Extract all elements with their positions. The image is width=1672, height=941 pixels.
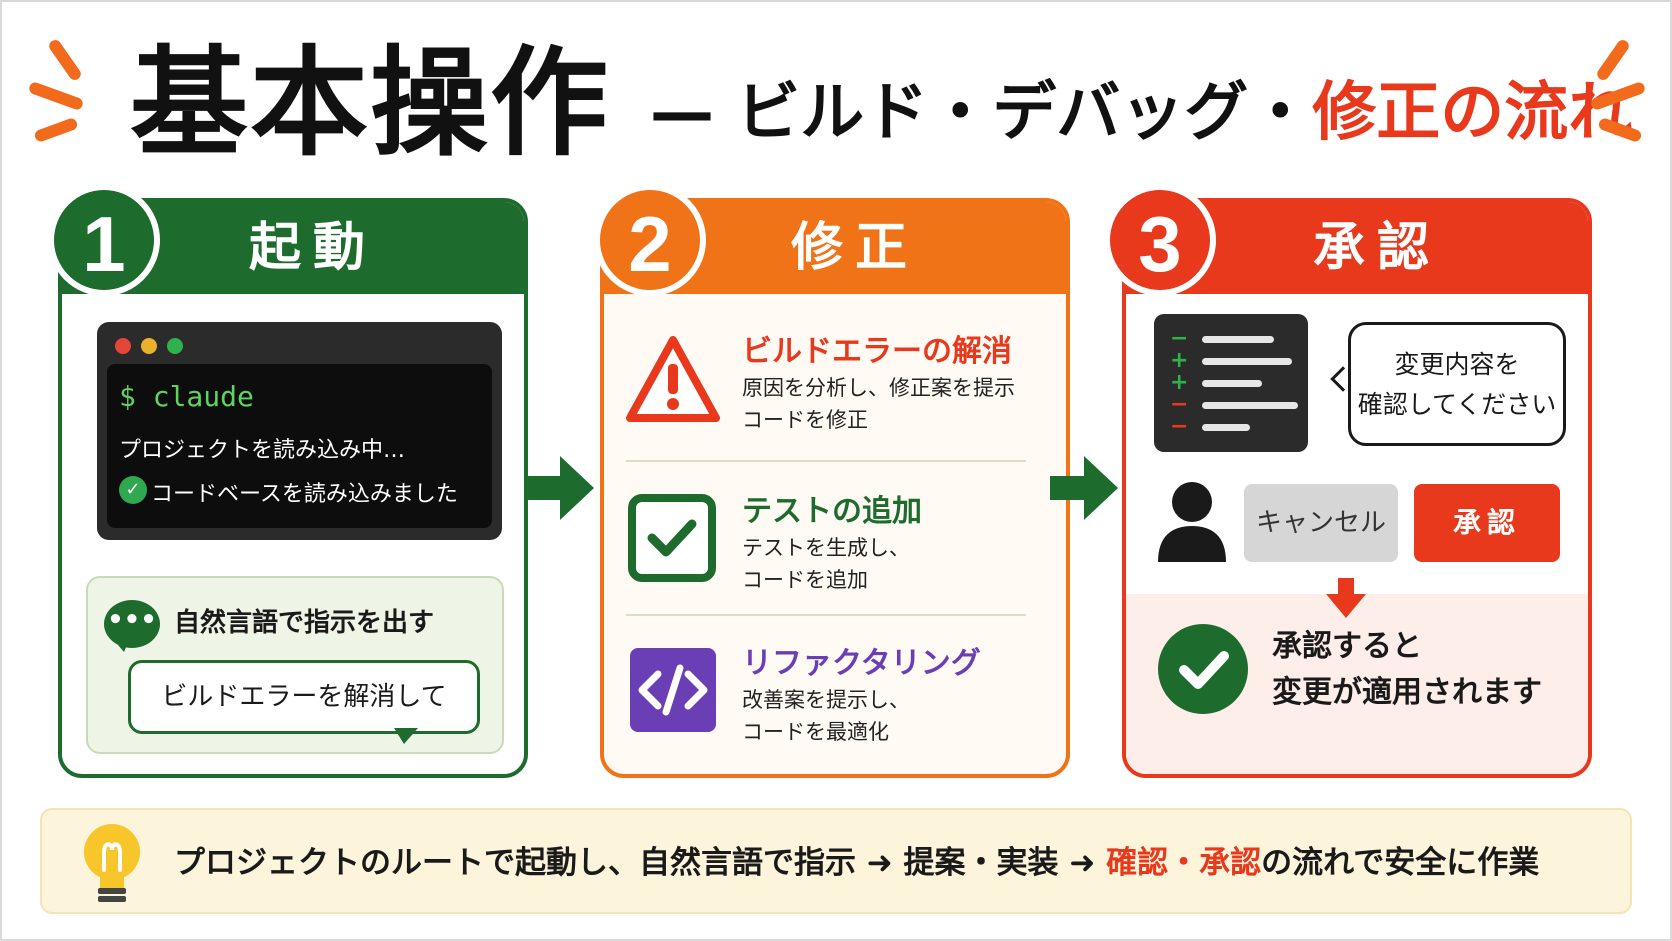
- fix-item-desc: 改善案を提示し、 コードを最適化: [742, 684, 910, 748]
- fix-item-desc-line: 改善案を提示し、: [742, 688, 910, 712]
- divider: [626, 614, 1026, 616]
- instruction-box: ••• 自然言語で指示を出す ビルドエラーを解消して: [86, 576, 504, 754]
- fix-item-desc-line: 原因を分析し、修正案を提示: [742, 376, 1015, 400]
- result-line: 承認すると: [1272, 629, 1422, 664]
- terminal-window: $ claude プロジェクトを読み込み中… ✓ コードベースを読み込みました: [97, 322, 502, 540]
- fix-item-desc-line: コードを修正: [742, 408, 868, 432]
- confirm-speech-bubble: 変更内容を 確認してください: [1348, 322, 1566, 446]
- approve-button[interactable]: 承認: [1414, 484, 1560, 562]
- right-burst-icon: [1580, 37, 1650, 144]
- window-minimize-dot: [141, 338, 157, 354]
- flow-arrow-icon: [526, 456, 594, 520]
- warning-icon: [626, 336, 720, 422]
- step-card-title: 修正: [790, 218, 919, 278]
- check-circle-icon: [1158, 624, 1248, 714]
- cancel-button[interactable]: キャンセル: [1244, 484, 1398, 562]
- approve-result-panel: 承認すると 変更が適用されます: [1126, 594, 1588, 774]
- chat-bubble-tail: [112, 638, 130, 652]
- summary-footer: プロジェクトのルートで起動し、自然言語で指示 ➜ 提案・実装 ➜ 確認・承認の流…: [40, 808, 1632, 914]
- title-row: 基本操作 — ビルド・デバッグ・修正の流れ: [0, 28, 1672, 178]
- terminal-command: $ claude: [119, 380, 254, 413]
- code-icon: [630, 648, 716, 732]
- window-close-dot: [115, 338, 131, 354]
- divider: [626, 460, 1026, 462]
- bubble-line: 変更内容を: [1394, 350, 1520, 379]
- checkbox-icon: [628, 494, 716, 582]
- prompt-bubble: ビルドエラーを解消して: [128, 660, 480, 734]
- page-title: 基本操作: [130, 34, 611, 172]
- summary-text: プロジェクトのルートで起動し、自然言語で指示 ➜ 提案・実装 ➜ 確認・承認の流…: [174, 810, 1539, 916]
- diff-panel-icon: − + + − −: [1154, 314, 1308, 452]
- step-card-title: 起動: [248, 218, 377, 278]
- step-card-launch: 起動 $ claude プロジェクトを読み込み中… ✓ コードベースを読み込みま…: [58, 198, 528, 778]
- page-subtitle: — ビルド・デバッグ・修正の流れ: [650, 68, 1632, 158]
- fix-item-title: テストの追加: [742, 494, 922, 529]
- fix-item-title: ビルドエラーの解消: [742, 334, 1012, 369]
- fix-item-desc-line: コードを最適化: [742, 720, 889, 744]
- step-3-badge: 3: [1104, 184, 1216, 296]
- prompt-bubble-tail: [394, 728, 418, 744]
- user-icon: [1158, 482, 1226, 562]
- fix-item-desc: テストを生成し、 コードを追加: [742, 532, 910, 596]
- down-arrow-icon: [1326, 578, 1366, 618]
- fix-item-test: テストの追加 テストを生成し、 コードを追加: [626, 486, 1046, 626]
- terminal-loading-line: プロジェクトを読み込み中…: [119, 438, 406, 463]
- fix-item-refactor: リファクタリング 改善案を提示し、 コードを最適化: [626, 638, 1046, 774]
- step-card-title: 承認: [1312, 218, 1441, 278]
- summary-text-highlight: 確認・承認: [1106, 845, 1262, 881]
- window-maximize-dot: [167, 338, 183, 354]
- summary-text-part: の流れで安全に作業: [1261, 845, 1540, 881]
- subtitle-highlight: 修正の流れ: [1312, 76, 1633, 150]
- fix-item-desc-line: コードを追加: [742, 568, 868, 592]
- step-1-badge: 1: [48, 184, 160, 296]
- check-circle-icon: ✓: [119, 476, 147, 504]
- step-card-approve: 承認 − + + − − 変更内容を 確認してください キャンセル 承認 承認す…: [1122, 198, 1592, 778]
- subtitle-prefix: — ビルド・デバッグ・: [650, 76, 1313, 150]
- lightbulb-icon: [84, 824, 140, 902]
- step-2-badge: 2: [594, 184, 706, 296]
- flow-arrow-icon: [1050, 456, 1118, 520]
- fix-item-title: リファクタリング: [742, 646, 981, 681]
- bubble-line: 確認してください: [1357, 390, 1557, 419]
- fix-item-desc: 原因を分析し、修正案を提示 コードを修正: [742, 372, 1015, 436]
- terminal-body: $ claude プロジェクトを読み込み中… ✓ コードベースを読み込みました: [107, 364, 492, 528]
- approve-result-text: 承認すると 変更が適用されます: [1272, 624, 1542, 716]
- instruction-label: 自然言語で指示を出す: [174, 608, 435, 638]
- left-burst-icon: [27, 37, 98, 144]
- result-line: 変更が適用されます: [1272, 675, 1542, 710]
- terminal-done-line: コードベースを読み込みました: [151, 482, 458, 507]
- summary-text-part: プロジェクトのルートで起動し、自然言語で指示 ➜ 提案・実装 ➜: [174, 845, 1107, 881]
- fix-item-build-error: ビルドエラーの解消 原因を分析し、修正案を提示 コードを修正: [626, 326, 1046, 466]
- fix-item-desc-line: テストを生成し、: [742, 536, 910, 560]
